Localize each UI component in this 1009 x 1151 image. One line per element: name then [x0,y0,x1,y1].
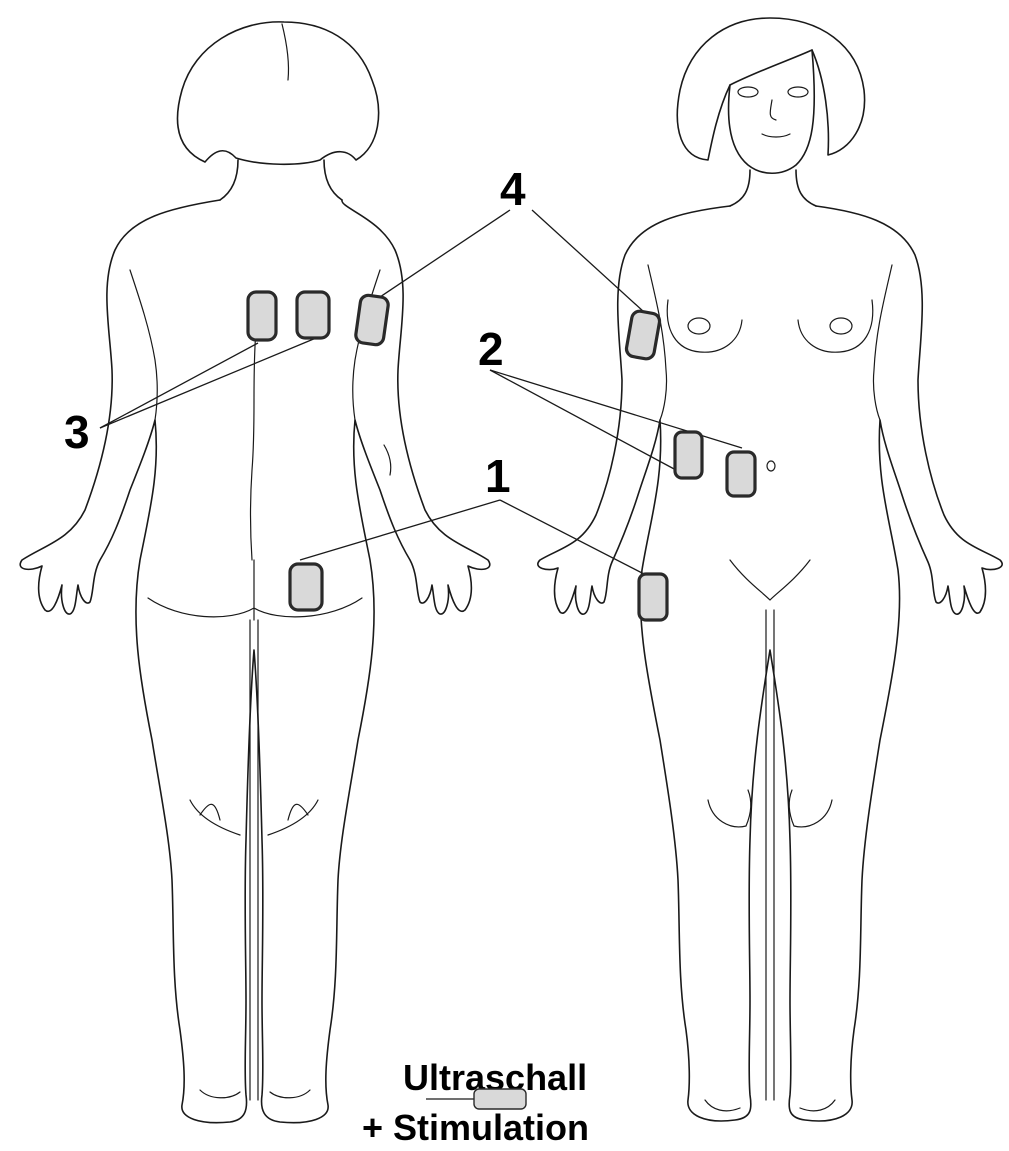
leader-2-b [490,370,742,448]
leader-lines [100,210,742,575]
back-hair [177,22,378,164]
front-knee-left [708,790,751,827]
back-neck [220,160,342,200]
pad-1-front [639,574,667,620]
back-view-figure [20,22,490,1123]
front-leg-gap [766,610,774,1100]
leader-3-a [100,343,258,428]
back-right-elbow [384,445,391,475]
leader-4-front [532,210,644,312]
back-left-arm-inner [130,270,157,420]
pad-4-back [355,294,389,345]
front-knee-right [789,790,832,827]
front-view-figure [538,18,1002,1121]
label-4: 4 [500,163,526,215]
front-right-breast [798,300,873,352]
legend-pad-icon [474,1089,526,1109]
leader-4-back [380,210,510,297]
front-left-eye [738,87,758,97]
leader-3-b [100,338,316,428]
back-hair-part [282,24,289,80]
leader-1-front [500,500,646,575]
front-right-eye [788,87,808,97]
number-labels: 4 2 3 1 [64,163,526,502]
pad-2-left [675,432,702,478]
front-right-arm-inner [873,265,892,420]
pad-1-back [290,564,322,610]
front-groin [730,560,810,600]
label-3: 3 [64,406,90,458]
front-left-nipple [688,318,710,334]
front-neck [730,170,816,206]
back-buttocks [148,560,362,620]
front-hair [677,18,864,160]
label-1: 1 [485,450,511,502]
front-face [729,50,815,173]
leader-2-a [490,370,676,470]
front-right-nipple [830,318,852,334]
front-navel [767,461,775,471]
label-2: 2 [478,323,504,375]
back-knee-right [268,800,318,835]
leader-1-back [300,500,500,560]
legend-subtitle: + Stimulation [362,1107,589,1148]
back-feet [200,1090,310,1098]
pad-3-left [248,292,276,340]
front-feet [705,1100,835,1111]
back-knee-left [190,800,240,835]
front-mouth [762,134,790,137]
front-nose [770,100,776,120]
pad-2-right [727,452,755,496]
legend: Ultraschall + Stimulation [362,1057,589,1148]
pad-3-right [297,292,329,338]
front-left-breast [667,300,742,352]
pad-4-front [625,310,661,360]
front-body-outline [538,206,1002,1121]
